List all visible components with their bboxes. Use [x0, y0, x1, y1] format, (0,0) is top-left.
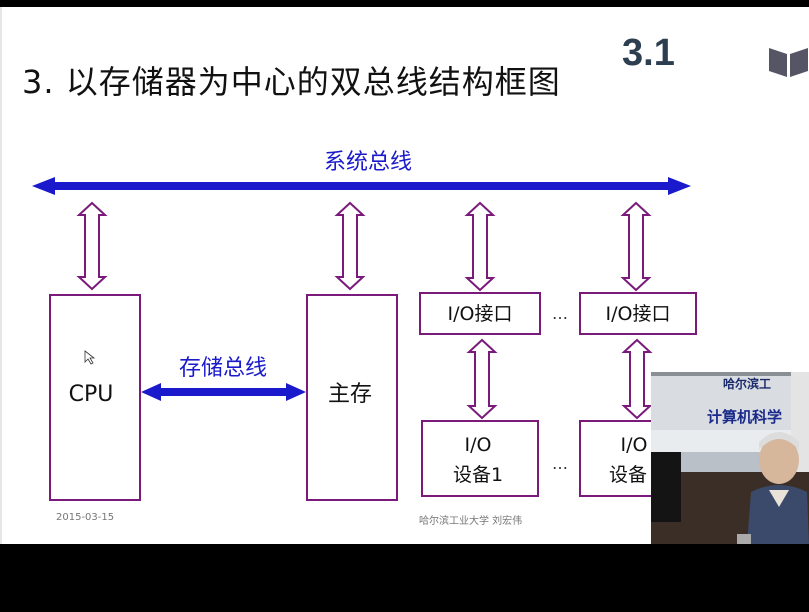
memory-bus-arrow: [141, 383, 306, 401]
io-device-1-line2: 设备1: [453, 464, 503, 486]
memory-bus-label: 存储总线: [179, 356, 267, 381]
io-device-2-line1: I/O: [621, 434, 648, 456]
io-device-1-line1: I/O: [465, 434, 492, 456]
system-bus-label: 系统总线: [324, 150, 412, 175]
slide-date: 2015-03-15: [56, 512, 114, 523]
interface-ellipsis: …: [552, 304, 568, 323]
lecturer-video-frame: 哈尔滨工 计算机科学: [651, 372, 809, 545]
cpu-bus-connector: [79, 203, 105, 289]
io-interface-2-label: I/O接口: [606, 303, 671, 325]
banner-line1: 哈尔滨工: [723, 376, 771, 391]
memory-bus-connector: [337, 203, 363, 289]
device-ellipsis: …: [552, 454, 568, 473]
lecturer-video-overlay: 哈尔滨工 计算机科学: [651, 372, 809, 545]
io-device-1-connector: [469, 340, 495, 418]
io-device-2-connector: [624, 340, 650, 418]
io-interface-2-bus-connector: [623, 203, 649, 290]
slide-author: 哈尔滨工业大学 刘宏伟: [419, 512, 522, 527]
io-interface-1-label: I/O接口: [448, 303, 513, 325]
main-memory-label: 主存: [328, 382, 372, 407]
io-device-2-line2: 设备: [609, 464, 647, 486]
banner-line2: 计算机科学: [707, 408, 782, 426]
cpu-label: CPU: [69, 382, 114, 407]
letterbox-bar: [0, 544, 809, 612]
system-bus-arrow: [32, 177, 691, 195]
io-interface-1-bus-connector: [467, 203, 493, 290]
